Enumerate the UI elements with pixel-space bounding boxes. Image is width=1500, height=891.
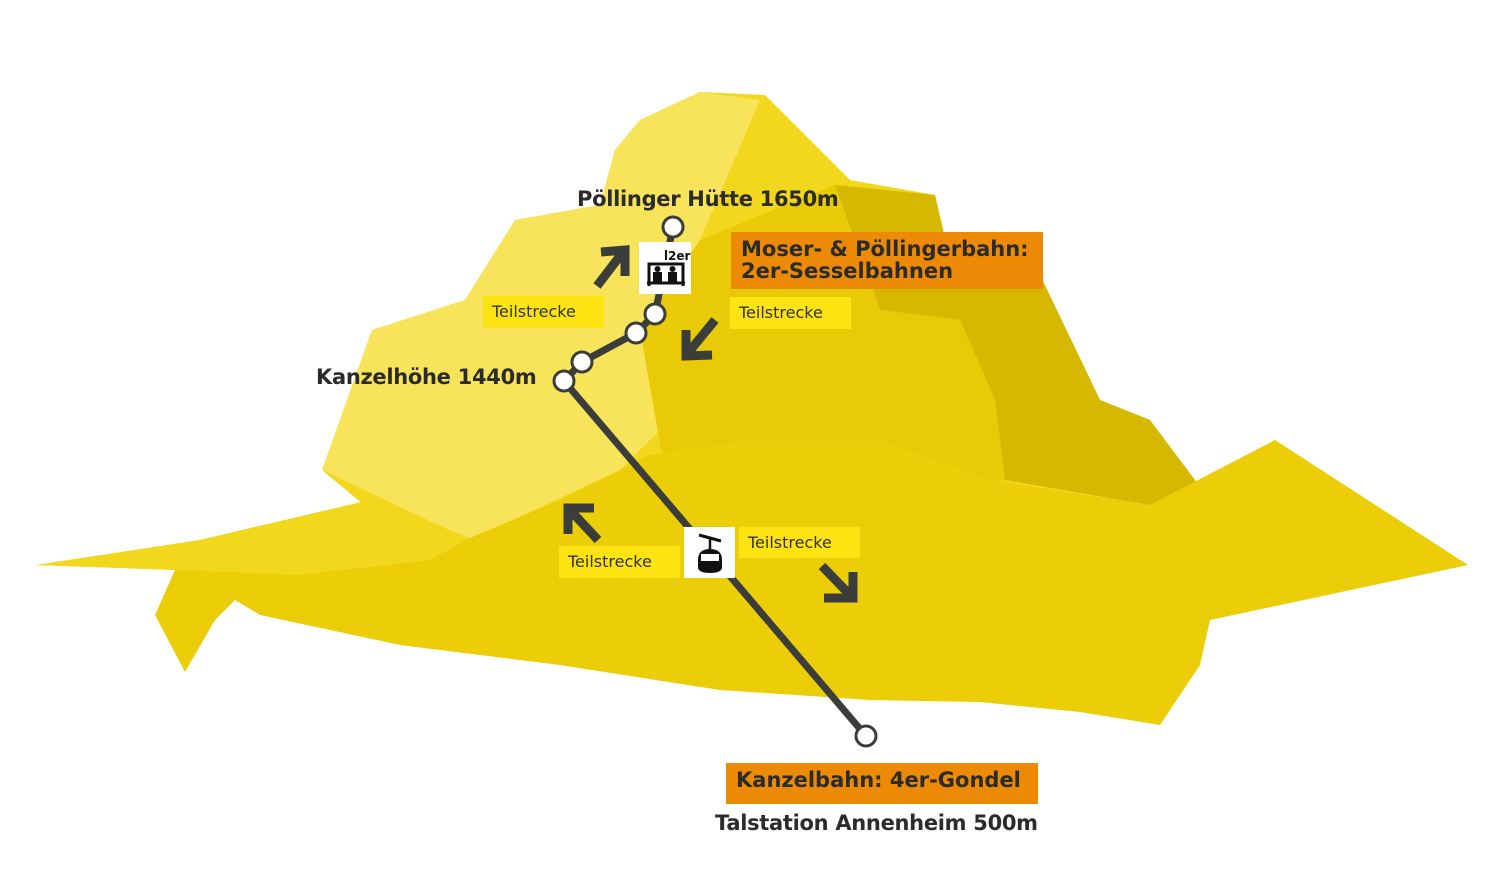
chairlift-name-line1: Moser- & Pöllingerbahn:	[741, 237, 1029, 261]
gondola-icon	[698, 533, 722, 573]
mountain-base-left	[36, 500, 470, 575]
station-dot-chair-1	[570, 350, 594, 374]
station-dot-top	[661, 215, 685, 239]
arrow-icon-up-right	[593, 245, 630, 289]
station-label-valley: Talstation Annenheim 500m	[715, 811, 1038, 835]
section-tag-lower-left: Teilstrecke	[559, 546, 680, 578]
station-dot-chair-3	[643, 302, 667, 326]
gondola-icon-box	[684, 527, 735, 578]
chairlift-name-label: Moser- & Pöllingerbahn: 2er-Sesselbahnen	[731, 232, 1043, 289]
direction-arrows	[563, 245, 858, 603]
section-tag-upper-right: Teilstrecke	[730, 297, 851, 329]
chairlift-icon: 2er	[647, 249, 690, 286]
chairlift-icon-label: 2er	[668, 249, 690, 263]
gondola-name-label: Kanzelbahn: 4er-Gondel	[726, 763, 1038, 804]
section-tag-upper-left: Teilstrecke	[483, 296, 604, 328]
station-label-middle: Kanzelhöhe 1440m	[316, 365, 537, 389]
station-label-top: Pöllinger Hütte 1650m	[577, 187, 839, 211]
station-dot-middle	[552, 369, 576, 393]
mountain-base	[36, 440, 1468, 725]
arrow-icon-up-left	[563, 503, 602, 544]
arrow-icon-down-right	[818, 562, 858, 603]
station-dots	[552, 215, 878, 748]
section-tag-lower-right: Teilstrecke	[739, 527, 860, 558]
chairlift-icon-box: 2er	[639, 242, 691, 294]
station-dot-valley	[854, 724, 878, 748]
chairlift-name-line2: 2er-Sesselbahnen	[741, 259, 954, 283]
station-dot-chair-2	[624, 321, 648, 345]
arrow-icon-down-left	[681, 317, 719, 361]
